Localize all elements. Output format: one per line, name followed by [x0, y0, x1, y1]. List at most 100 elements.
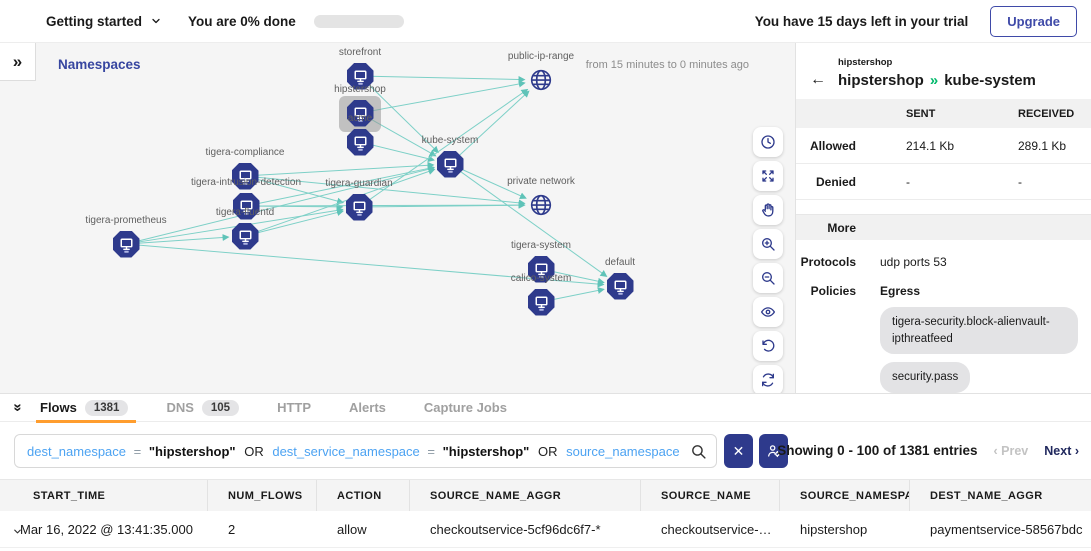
- table-cell: allow: [337, 521, 367, 537]
- progress-bar: [313, 14, 404, 28]
- graph-node-label: tigera-compliance: [205, 146, 285, 158]
- getting-started-menu[interactable]: Getting started: [46, 14, 162, 29]
- policies-direction: Egress: [880, 284, 921, 298]
- collapse-panel-button[interactable]: »: [0, 399, 36, 416]
- graph-node-storefront[interactable]: storefront: [339, 47, 381, 90]
- zoom-out-button[interactable]: [753, 263, 783, 293]
- service-graph-panel: storefront public-ip-range hipstershop acme…: [0, 43, 795, 394]
- graph-edge: [135, 244, 605, 288]
- policy-pill[interactable]: security.pass: [880, 362, 971, 394]
- tab-alerts[interactable]: Alerts: [345, 394, 390, 422]
- graph-toolbar: [753, 127, 783, 394]
- column-header-source_name_aggr[interactable]: SOURCE_NAME_AGGR: [410, 480, 641, 511]
- graph-edge: [254, 178, 345, 205]
- graph-node-tigera-compliance[interactable]: tigera-compliance: [206, 147, 284, 190]
- graph-edge: [369, 75, 526, 84]
- graph-edge: [135, 234, 230, 244]
- more-label: More: [827, 220, 856, 235]
- policies-label: Policies: [810, 284, 856, 298]
- more-section-header[interactable]: More: [796, 214, 1091, 240]
- column-header-action[interactable]: ACTION: [317, 480, 410, 511]
- graph-node-label: hipstershop: [334, 83, 386, 95]
- graph-node-default[interactable]: default: [605, 257, 635, 300]
- query-token-value: "hipstershop": [442, 443, 530, 459]
- tab-label: Alerts: [349, 400, 386, 415]
- graph-node-label: storefront: [338, 46, 382, 58]
- graph-node-label: tigera-fluentd: [215, 206, 275, 218]
- row-expand-chevron-icon[interactable]: [12, 524, 23, 542]
- column-header-source_namespace[interactable]: SOURCE_NAMESPACE: [780, 480, 910, 511]
- zoom-in-button[interactable]: [753, 229, 783, 259]
- details-panel: hipstershop ← hipstershop » kube-system …: [795, 43, 1091, 394]
- showing-entries-label: Showing 0 - 100 of 1381 entries: [777, 443, 978, 458]
- graph-node-label: tigera-guardian: [325, 177, 393, 189]
- column-header-num_flows[interactable]: NUM_FLOWS: [208, 480, 317, 511]
- graph-edge: [254, 176, 526, 207]
- graph-node-label: kube-system: [421, 134, 479, 146]
- protocols-row: Protocols udp ports 53: [796, 240, 1091, 269]
- graph-edge: [458, 167, 527, 199]
- graph-node-tigera-intrusion-detection[interactable]: tigera-intrusion-detection: [191, 177, 301, 220]
- stats-row-denied: Denied--: [796, 164, 1091, 200]
- graph-node-tigera-system[interactable]: tigera-system: [511, 240, 571, 283]
- pan-hand-button[interactable]: [753, 195, 783, 225]
- next-page-button[interactable]: Next ›: [1044, 443, 1079, 458]
- user-settings-button[interactable]: [759, 434, 788, 468]
- back-arrow-icon[interactable]: ←: [810, 71, 826, 88]
- graph-node-tigera-fluentd[interactable]: tigera-fluentd: [216, 207, 274, 250]
- tab-capture-jobs[interactable]: Capture Jobs: [420, 394, 511, 422]
- graph-node-public-ip-range[interactable]: public-ip-range: [508, 51, 574, 94]
- column-header-start_time[interactable]: START_TIME: [0, 480, 208, 511]
- graph-edge: [135, 165, 435, 243]
- user-gear-icon: [767, 445, 780, 458]
- tab-http[interactable]: HTTP: [273, 394, 315, 422]
- graph-node-private-network[interactable]: private network: [507, 176, 575, 219]
- graph-node-kube-system[interactable]: kube-system: [422, 135, 478, 178]
- graph-node-label: calico-system: [510, 272, 572, 284]
- tab-label: Capture Jobs: [423, 400, 507, 415]
- query-token-op: =: [427, 443, 435, 459]
- query-token-field: dest_namespace: [27, 443, 127, 459]
- graph-edge: [550, 287, 605, 301]
- graph-node-tigera-prometheus[interactable]: tigera-prometheus: [85, 215, 167, 258]
- column-header-dest_name_aggr[interactable]: DEST_NAME_AGGR: [930, 489, 1043, 502]
- stats-received-value: 289.1 Kb: [1018, 138, 1067, 153]
- graph-node-acme[interactable]: acme: [346, 113, 374, 156]
- prev-page-button[interactable]: ‹ Prev: [993, 443, 1029, 458]
- graph-node-label: tigera-prometheus: [85, 214, 167, 226]
- expand-button[interactable]: [753, 161, 783, 191]
- tab-label: HTTP: [277, 400, 312, 415]
- progress-label: You are 0% done: [188, 13, 296, 29]
- refresh-button[interactable]: [753, 365, 783, 394]
- column-header-source_name[interactable]: SOURCE_NAME: [641, 480, 780, 511]
- query-token-op: =: [133, 443, 142, 459]
- getting-started-label: Getting started: [46, 13, 143, 29]
- undo-button[interactable]: [753, 331, 783, 361]
- col-sent: SENT: [906, 107, 936, 120]
- breadcrumb: hipstershop: [838, 57, 893, 68]
- upgrade-button[interactable]: Upgrade: [990, 5, 1077, 37]
- policy-pill[interactable]: tigera-security.block-alienvault-ipthrea…: [880, 307, 1078, 355]
- graph-edge: [254, 168, 436, 234]
- graph-node-tigera-guardian[interactable]: tigera-guardian: [325, 178, 393, 221]
- graph-edge: [366, 88, 529, 202]
- query-token-kw: OR: [244, 443, 264, 459]
- search-input[interactable]: dest_namespace = "hipstershop" OR dest_s…: [14, 434, 717, 468]
- clock-button[interactable]: [753, 127, 783, 157]
- expand-sidebar-button[interactable]: »: [0, 43, 36, 81]
- clear-filter-button[interactable]: ✕: [724, 434, 753, 468]
- double-chevron-right-icon: »: [12, 51, 23, 71]
- graph-node-calico-system[interactable]: calico-system: [511, 273, 571, 316]
- table-cell: 2: [228, 521, 236, 537]
- graph-edge: [255, 165, 435, 205]
- namespace-icon: [345, 193, 373, 221]
- graph-node-hipstershop[interactable]: hipstershop: [334, 84, 386, 127]
- eye-button[interactable]: [753, 297, 783, 327]
- query-token-value: "hipstershop": [148, 443, 236, 459]
